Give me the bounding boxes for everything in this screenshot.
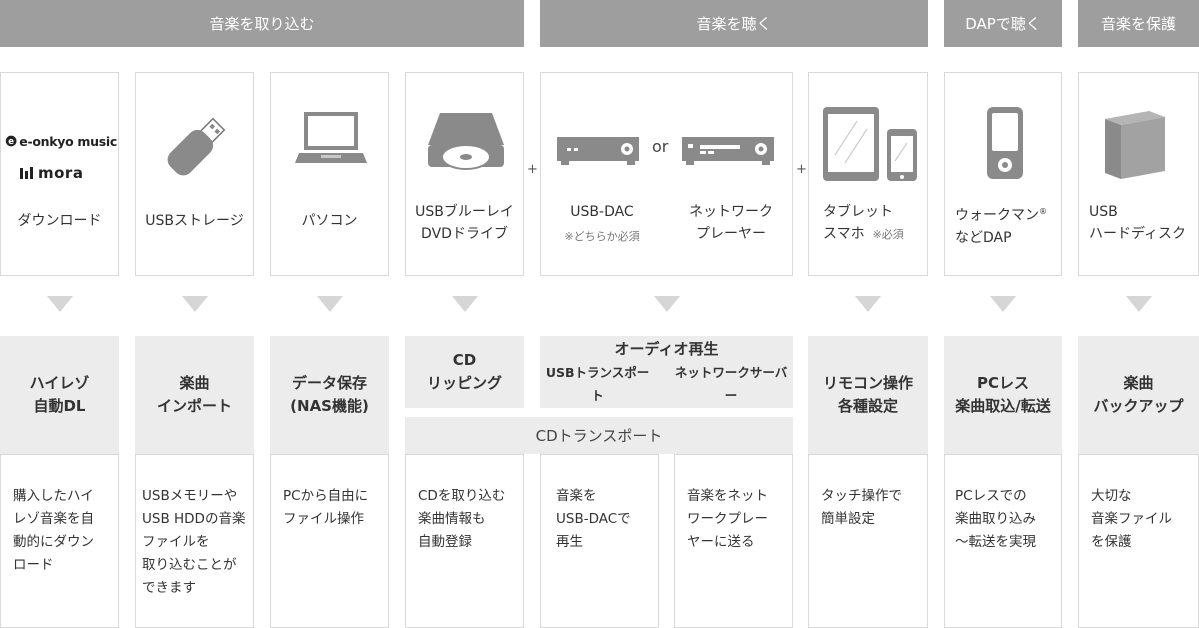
device-card-tablet: タブレット スマホ※必須: [808, 72, 928, 276]
function-backup: 楽曲バックアップ: [1078, 336, 1199, 454]
device-card-usb-storage: USBストレージ: [135, 72, 254, 276]
device-card-walkman: ウォークマン® などDAP: [944, 72, 1062, 276]
down-arrow-icon: [47, 296, 73, 312]
device-label-usb-storage: USBストレージ: [145, 213, 244, 229]
function-remote: リモコン操作各種設定: [808, 336, 928, 454]
header-import: 音楽を取り込む: [0, 0, 524, 47]
walkman-icon: [985, 105, 1025, 181]
device-card-hdd: USB ハードディスク: [1078, 72, 1199, 276]
mora-mark-icon: [20, 167, 33, 179]
function-audio-playback: オーディオ再生 USBトランスポートネットワークサーバー: [540, 336, 793, 408]
or-text: or: [652, 137, 669, 156]
device-label-network-player: ネットワーク プレーヤー: [689, 204, 773, 242]
device-label-tablet: タブレット スマホ※必須: [823, 204, 904, 242]
function-hires-dl: ハイレゾ自動DL: [0, 336, 119, 454]
usb-dac-note: ※どちらか必須: [564, 230, 640, 243]
down-arrow-icon: [855, 296, 881, 312]
registered-mark: ®: [1039, 207, 1047, 216]
laptop-icon: [295, 109, 367, 169]
function-pcless: PCレス楽曲取込/転送: [944, 336, 1062, 454]
audio-sublabels: USBトランスポートネットワークサーバー: [545, 364, 788, 403]
description-pcless: PCレスでの楽曲取り込み～転送を実現: [944, 454, 1062, 628]
device-label-hdd: USB ハードディスク: [1089, 204, 1187, 242]
header-protect: 音楽を保護: [1078, 0, 1199, 47]
down-arrow-icon: [317, 296, 343, 312]
device-label-walkman: ウォークマン® などDAP: [955, 207, 1047, 246]
optical-drive-icon: [426, 109, 506, 175]
device-label-drive: USBブルーレイ DVDドライブ: [415, 204, 514, 242]
device-card-pc: パソコン: [270, 72, 389, 276]
device-label-usb-dac: USB-DAC: [570, 204, 634, 220]
tablet-note: ※必須: [872, 228, 904, 241]
device-card-drive: USBブルーレイ DVDドライブ: [405, 72, 524, 276]
plus-sign: +: [527, 162, 538, 177]
down-arrow-icon: [1126, 296, 1152, 312]
mora-logo: mora: [19, 163, 109, 183]
down-arrow-icon: [452, 296, 478, 312]
function-nas: データ保存(NAS機能): [270, 336, 389, 454]
plus-sign-2: +: [796, 162, 807, 177]
tablet-icon: [821, 105, 921, 185]
device-card-download: e e-onkyo music mora ダウンロード: [0, 72, 119, 276]
down-arrow-icon: [990, 296, 1016, 312]
description-backup: 大切な音楽ファイルを保護: [1078, 454, 1199, 628]
e-onkyo-logo: e e-onkyo music: [5, 131, 117, 151]
function-cd-transport: CDトランスポート: [405, 417, 793, 454]
down-arrow-icon: [182, 296, 208, 312]
description-hires: 購入したハイレゾ音楽を自動的にダウンロード: [0, 454, 119, 628]
device-card-playback: or USB-DAC ※どちらか必須 ネットワーク プレーヤー: [540, 72, 793, 276]
header-dap: DAPで聴く: [944, 0, 1062, 47]
svg-text:e: e: [8, 136, 14, 146]
usb-stick-icon: [158, 109, 234, 185]
function-import: 楽曲インポート: [135, 336, 254, 454]
header-listen: 音楽を聴く: [540, 0, 928, 47]
e-onkyo-mark-icon: e: [5, 135, 17, 147]
hard-disk-icon: [1099, 107, 1169, 181]
description-network: 音楽をネットワークプレーヤーに送る: [674, 454, 793, 628]
usb-dac-icon: [555, 133, 641, 167]
description-nas: PCから自由にファイル操作: [270, 454, 389, 628]
down-arrow-icon: [654, 296, 680, 312]
device-label-download: ダウンロード: [17, 213, 102, 229]
network-player-icon: [680, 133, 776, 167]
description-cd: CDを取り込む楽曲情報も自動登録: [405, 454, 524, 628]
device-label-pc: パソコン: [301, 213, 358, 229]
description-remote: タッチ操作で簡単設定: [808, 454, 928, 628]
